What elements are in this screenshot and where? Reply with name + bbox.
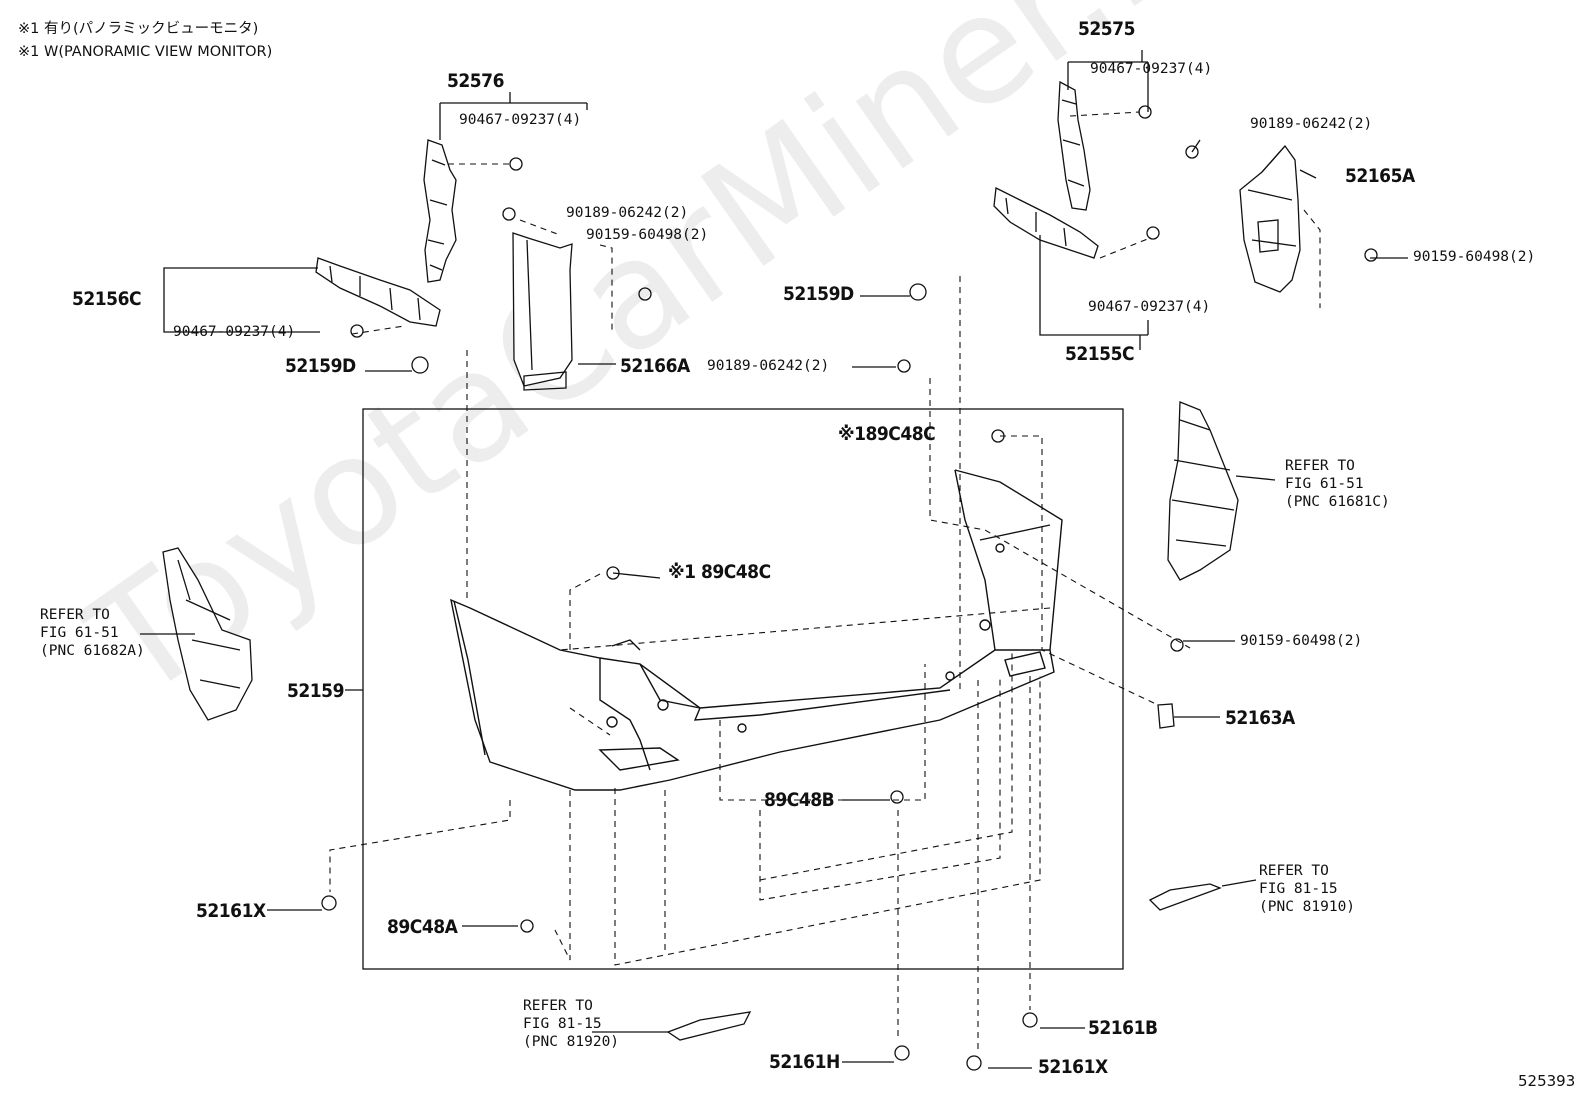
part-label-90189-center[interactable]: 90189-06242(2) bbox=[707, 358, 830, 374]
part-label-52159D-left[interactable]: 52159D bbox=[285, 355, 356, 377]
fasteners bbox=[321, 105, 1378, 1071]
part-label-89C48C-mid[interactable]: ※1 89C48C bbox=[668, 561, 771, 583]
part-label-90467-tr-top[interactable]: 90467-09237(4) bbox=[1090, 61, 1213, 77]
part-label-52163A[interactable]: 52163A bbox=[1225, 707, 1295, 729]
spacer-52166A-shape bbox=[512, 232, 573, 391]
part-label-90159-right[interactable]: 90159-60498(2) bbox=[1240, 633, 1363, 649]
part-label-52161B[interactable]: 52161B bbox=[1088, 1017, 1158, 1039]
part-label-90189-tl[interactable]: 90189-06242(2) bbox=[566, 205, 689, 221]
retainer-52575-shape bbox=[1057, 80, 1091, 211]
spacer-52165A-shape bbox=[1239, 144, 1301, 293]
cap-52163A-shape bbox=[1157, 703, 1175, 729]
part-label-52166A[interactable]: 52166A bbox=[620, 355, 690, 377]
reflector-left-shape bbox=[666, 1011, 752, 1041]
part-label-52159[interactable]: 52159 bbox=[287, 680, 344, 702]
part-label-90467-tl[interactable]: 90467-09237(4) bbox=[459, 112, 582, 128]
part-label-52576[interactable]: 52576 bbox=[447, 70, 504, 92]
side-retainer-right-shape bbox=[1167, 401, 1239, 581]
part-label-52575[interactable]: 52575 bbox=[1078, 18, 1135, 40]
retainer-52576-shape bbox=[423, 139, 457, 283]
reflector-right-shape bbox=[1148, 883, 1222, 911]
part-label-90159-tl[interactable]: 90159-60498(2) bbox=[586, 227, 709, 243]
part-label-90159-tr[interactable]: 90159-60498(2) bbox=[1413, 249, 1536, 265]
reference-61682A[interactable]: REFER TO FIG 61-51 (PNC 61682A) bbox=[40, 607, 145, 659]
part-label-89C48C-top[interactable]: ※189C48C bbox=[838, 423, 936, 445]
side-retainer-left-shape bbox=[162, 547, 253, 721]
retainer-52155C-shape bbox=[993, 187, 1099, 259]
part-label-52161X-left[interactable]: 52161X bbox=[196, 900, 266, 922]
leader-lines bbox=[140, 50, 1408, 1069]
part-label-52155C[interactable]: 52155C bbox=[1065, 343, 1135, 365]
part-label-52161X-bottom[interactable]: 52161X bbox=[1038, 1056, 1108, 1078]
part-label-52156C[interactable]: 52156C bbox=[72, 288, 142, 310]
note-line-1: ※1 有り(パノラミックビューモニタ) bbox=[18, 21, 259, 37]
part-label-52161H[interactable]: 52161H bbox=[769, 1051, 840, 1073]
part-label-90467-tr-bottom[interactable]: 90467-09237(4) bbox=[1088, 299, 1211, 315]
retainer-52156C-shape bbox=[315, 257, 441, 327]
reference-81910[interactable]: REFER TO FIG 81-15 (PNC 81910) bbox=[1259, 863, 1356, 915]
part-label-52165A[interactable]: 52165A bbox=[1345, 165, 1415, 187]
part-label-90189-tr[interactable]: 90189-06242(2) bbox=[1250, 116, 1373, 132]
bumper-cover-shape bbox=[450, 469, 1063, 791]
reference-81920[interactable]: REFER TO FIG 81-15 (PNC 81920) bbox=[523, 998, 620, 1050]
part-label-52159D-center[interactable]: 52159D bbox=[783, 283, 854, 305]
part-label-90467-left[interactable]: 90467-09237(4) bbox=[173, 324, 296, 340]
reference-61681C[interactable]: REFER TO FIG 61-51 (PNC 61681C) bbox=[1285, 458, 1390, 510]
illustration-number: 525393 bbox=[1518, 1072, 1576, 1090]
note-line-2: ※1 W(PANORAMIC VIEW MONITOR) bbox=[18, 44, 273, 60]
part-label-89C48B[interactable]: 89C48B bbox=[764, 789, 835, 811]
part-label-89C48A[interactable]: 89C48A bbox=[387, 916, 458, 938]
dashed-guides bbox=[329, 111, 1321, 1050]
